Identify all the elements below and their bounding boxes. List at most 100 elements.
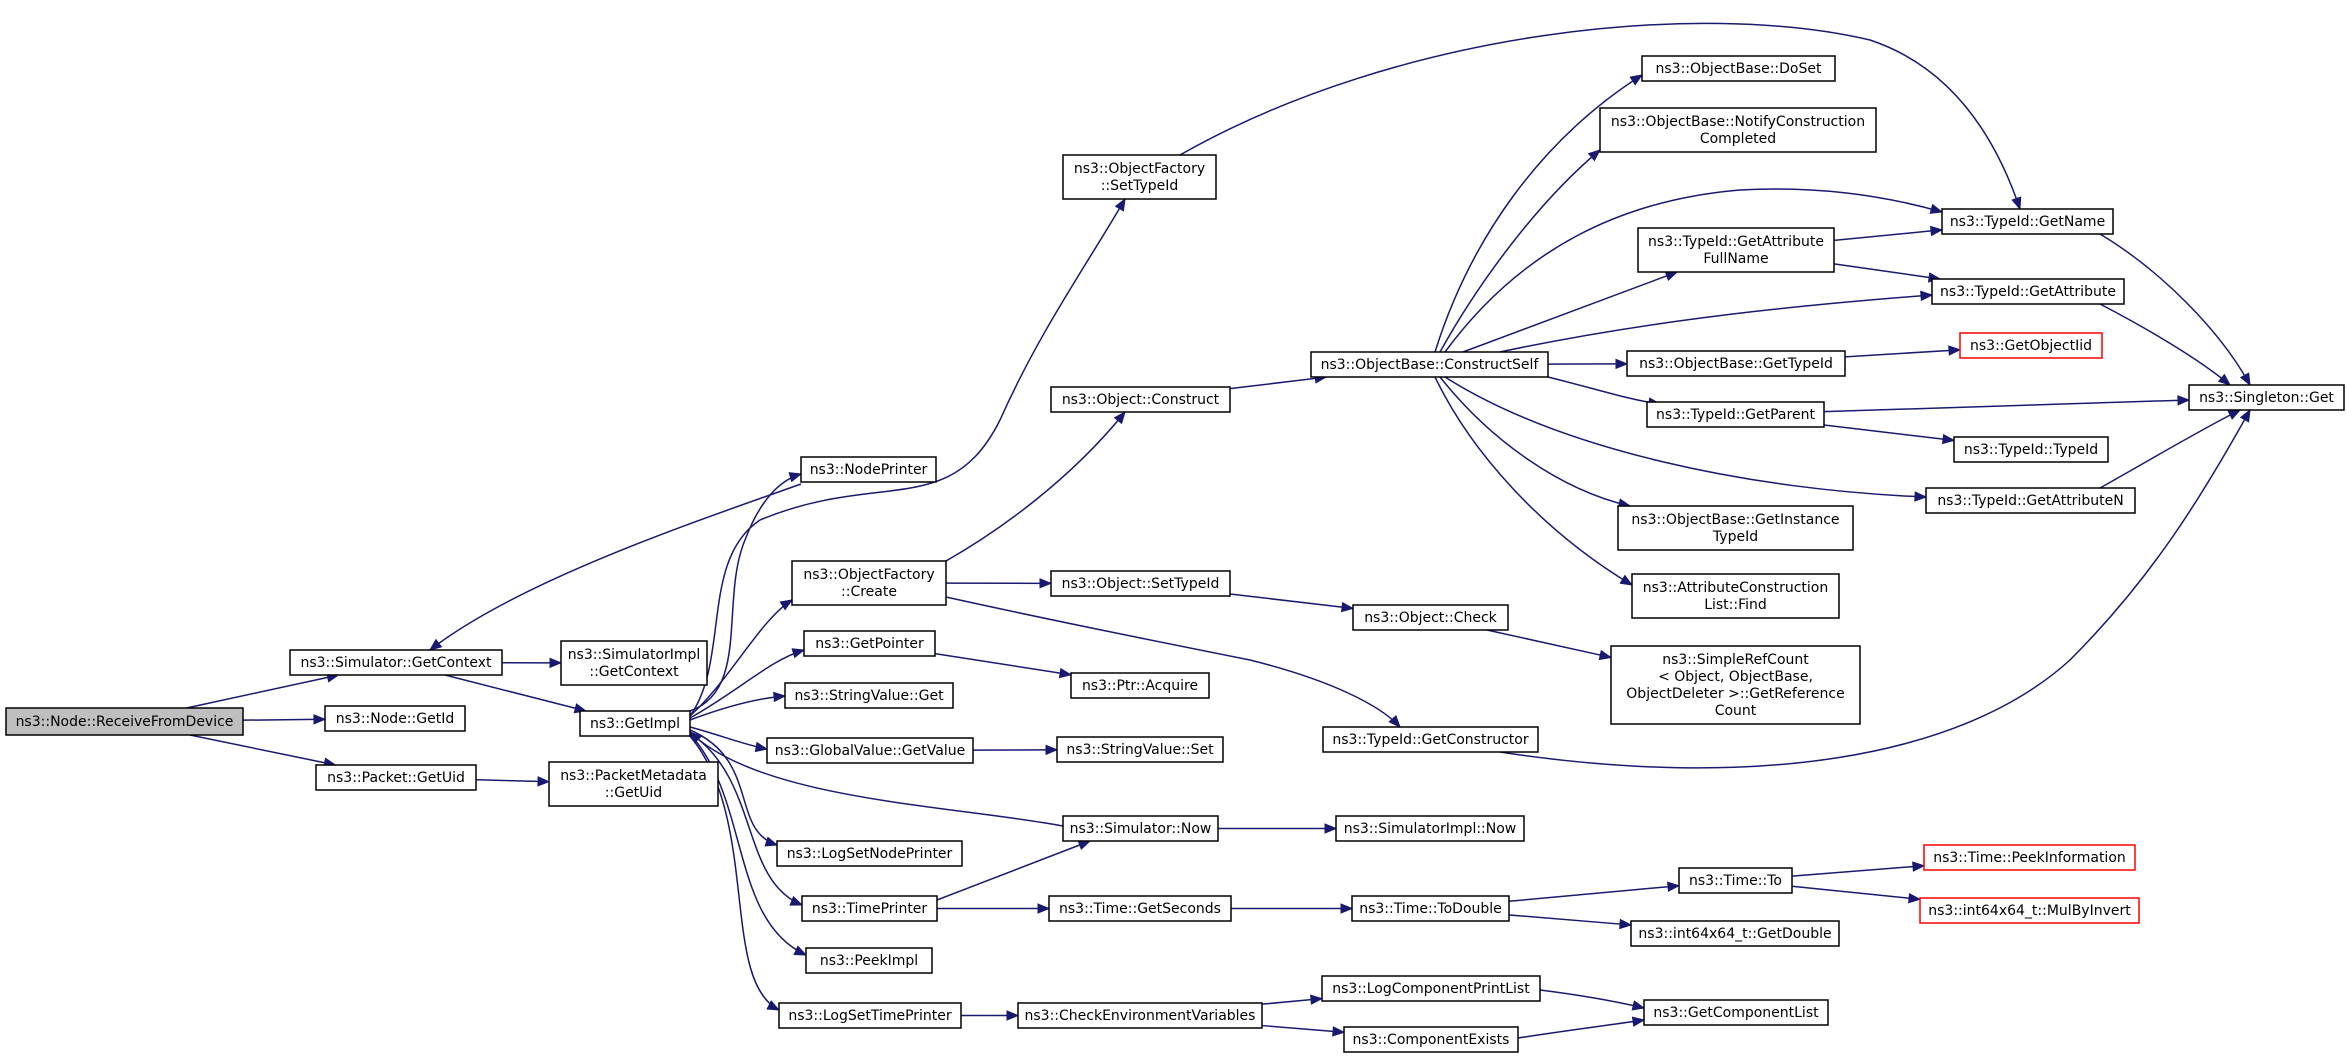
node-ob-notify[interactable]: ns3::ObjectBase::NotifyConstructionCompl… <box>1599 107 1877 153</box>
node-label: ns3::int64x64_t::GetDouble <box>1638 926 1831 942</box>
node-logsettimeprinter[interactable]: ns3::LogSetTimePrinter <box>778 1002 962 1029</box>
node-box <box>1678 867 1793 894</box>
node-label: ns3::PacketMetadata <box>560 768 707 784</box>
node-tid-typeid[interactable]: ns3::TypeId::TypeId <box>1953 436 2109 463</box>
node-getobjectiid[interactable]: ns3::GetObjectIid <box>1959 332 2103 359</box>
node-getpointer[interactable]: ns3::GetPointer <box>803 630 936 657</box>
node-checkenv[interactable]: ns3::CheckEnvironmentVariables <box>1017 1002 1263 1029</box>
node-box <box>1646 401 1825 428</box>
node-simplerefcount[interactable]: ns3::SimpleRefCount< Object, ObjectBase,… <box>1610 645 1861 725</box>
node-tid-getname[interactable]: ns3::TypeId::GetName <box>1941 208 2114 235</box>
edge-tid_getattrfullname-to-tid_getattribute <box>1833 263 1942 283</box>
node-box <box>560 640 708 686</box>
node-simimpl-now[interactable]: ns3::SimulatorImpl::Now <box>1335 815 1525 842</box>
edge-tid_getparent-to-tid_typeid <box>1823 424 1956 445</box>
node-singleton-get[interactable]: ns3::Singleton::Get <box>2188 384 2345 411</box>
node-simimpl-getcontext[interactable]: ns3::SimulatorImpl::GetContext <box>560 640 708 686</box>
node-tid-getparent[interactable]: ns3::TypeId::GetParent <box>1646 401 1825 428</box>
node-ob-constructself[interactable]: ns3::ObjectBase::ConstructSelf <box>1310 351 1549 378</box>
node-box <box>1923 844 2136 871</box>
node-gv-getvalue[interactable]: ns3::GlobalValue::GetValue <box>766 737 974 764</box>
node-int64-mulbyinvert[interactable]: ns3::int64x64_t::MulByInvert <box>1919 897 2140 924</box>
node-box <box>784 682 954 709</box>
node-label: ns3::TypeId::GetName <box>1950 214 2105 230</box>
node-label: ns3::GetPointer <box>815 636 924 652</box>
node-getcomponentlist[interactable]: ns3::GetComponentList <box>1643 999 1829 1026</box>
node-logsetnodeprinter[interactable]: ns3::LogSetNodePrinter <box>776 840 963 867</box>
node-receive[interactable]: ns3::Node::ReceiveFromDevice <box>5 707 244 736</box>
edge-logsettimeprinter-to-checkenv <box>961 1010 1020 1021</box>
node-label: ns3::SimulatorImpl::Now <box>1344 821 1517 837</box>
node-label: ns3::Singleton::Get <box>2199 390 2334 406</box>
node-label: ns3::ObjectBase::GetTypeId <box>1639 356 1833 372</box>
node-box <box>1641 55 1836 82</box>
edge-ob_constructself-to-tid_getattribute <box>1499 290 1934 353</box>
node-nodeprinter[interactable]: ns3::NodePrinter <box>800 456 937 483</box>
node-ptr-acquire[interactable]: ns3::Ptr::Acquire <box>1070 672 1210 699</box>
node-time-todouble[interactable]: ns3::Time::ToDouble <box>1351 895 1510 922</box>
node-time-getseconds[interactable]: ns3::Time::GetSeconds <box>1048 895 1232 922</box>
node-box <box>1643 999 1829 1026</box>
node-peekimpl[interactable]: ns3::PeekImpl <box>805 947 933 974</box>
node-timeprinter[interactable]: ns3::TimePrinter <box>801 895 938 922</box>
edge-getimpl-to-getpointer <box>689 648 806 719</box>
node-tid-getattribute[interactable]: ns3::TypeId::GetAttribute <box>1931 278 2125 305</box>
edge-tid_getattrfullname-to-tid_getname <box>1833 225 1944 242</box>
node-componentexists[interactable]: ns3::ComponentExists <box>1343 1026 1519 1053</box>
node-label: ns3::TypeId::GetParent <box>1656 407 1815 423</box>
node-logcomponentprintlist[interactable]: ns3::LogComponentPrintList <box>1321 975 1541 1002</box>
node-box <box>766 737 974 764</box>
node-sv-set[interactable]: ns3::StringValue::Set <box>1056 736 1224 763</box>
node-obj-check[interactable]: ns3::Object::Check <box>1352 604 1509 631</box>
node-label: ns3::TypeId::GetAttribute <box>1940 284 2116 300</box>
node-label: ns3::ObjectFactory <box>803 567 934 583</box>
edge-receive-to-sim_getcontext <box>186 672 340 709</box>
edge-ob_constructself-to-tid_getparent <box>1547 376 1662 408</box>
node-ob-gettypeid[interactable]: ns3::ObjectBase::GetTypeId <box>1626 350 1846 377</box>
edge-getimpl-to-gv_getvalue <box>689 726 769 753</box>
node-sim-getcontext[interactable]: ns3::Simulator::GetContext <box>289 649 503 676</box>
node-tid-getattributen[interactable]: ns3::TypeId::GetAttributeN <box>1925 487 2136 514</box>
node-label: ns3::StringValue::Set <box>1066 742 1214 758</box>
node-pm-getuid[interactable]: ns3::PacketMetadata::GetUid <box>548 761 719 807</box>
node-label: ns3::Time::PeekInformation <box>1933 850 2126 866</box>
node-obj-settypeid[interactable]: ns3::Object::SetTypeId <box>1050 570 1231 597</box>
node-box <box>1610 645 1861 725</box>
node-box <box>1953 436 2109 463</box>
node-tid-getconstructor[interactable]: ns3::TypeId::GetConstructor <box>1322 726 1539 753</box>
edges-layer <box>186 22 2251 1039</box>
node-time-to[interactable]: ns3::Time::To <box>1678 867 1793 894</box>
edge-checkenv-to-logcomponentprintlist <box>1261 994 1324 1005</box>
edge-time_todouble-to-time_to <box>1508 881 1681 903</box>
edge-gv_getvalue-to-sv_set <box>972 744 1059 756</box>
node-of-create[interactable]: ns3::ObjectFactory::Create <box>791 560 947 606</box>
node-ob-doset[interactable]: ns3::ObjectBase::DoSet <box>1641 55 1836 82</box>
node-box <box>1941 208 2114 235</box>
edge-receive-to-packet_getuid <box>189 734 337 768</box>
node-box <box>1322 726 1539 753</box>
node-obj-construct[interactable]: ns3::Object::Construct <box>1050 386 1231 413</box>
node-label: < Object, ObjectBase, <box>1658 669 1813 685</box>
node-node-getid[interactable]: ns3::Node::GetId <box>324 705 466 732</box>
node-label: FullName <box>1703 251 1768 267</box>
node-time-peekinfo[interactable]: ns3::Time::PeekInformation <box>1923 844 2136 871</box>
node-packet-getuid[interactable]: ns3::Packet::GetUid <box>315 764 477 791</box>
node-sv-get[interactable]: ns3::StringValue::Get <box>784 682 954 709</box>
node-of-settypeid[interactable]: ns3::ObjectFactory::SetTypeId <box>1062 154 1217 200</box>
edge-of_create-to-tid_getconstructor <box>945 596 1401 728</box>
node-box <box>800 456 937 483</box>
nodes-layer: ns3::Node::ReceiveFromDevicens3::Simulat… <box>5 55 2345 1053</box>
node-label: ns3::LogSetTimePrinter <box>788 1008 952 1024</box>
node-int64-getdouble[interactable]: ns3::int64x64_t::GetDouble <box>1630 920 1840 947</box>
edge-time_todouble-to-int64_getdouble <box>1508 914 1633 930</box>
node-getimpl[interactable]: ns3::GetImpl <box>579 710 691 737</box>
node-sim-now[interactable]: ns3::Simulator::Now <box>1062 815 1219 842</box>
node-label: ns3::NodePrinter <box>810 462 928 478</box>
node-label: ns3::ObjectBase::ConstructSelf <box>1321 357 1540 373</box>
node-box <box>1050 570 1231 597</box>
edge-tid_getparent-to-singleton_get <box>1823 395 2191 413</box>
edge-sim_getcontext-to-simimpl_getcontext <box>501 657 563 669</box>
